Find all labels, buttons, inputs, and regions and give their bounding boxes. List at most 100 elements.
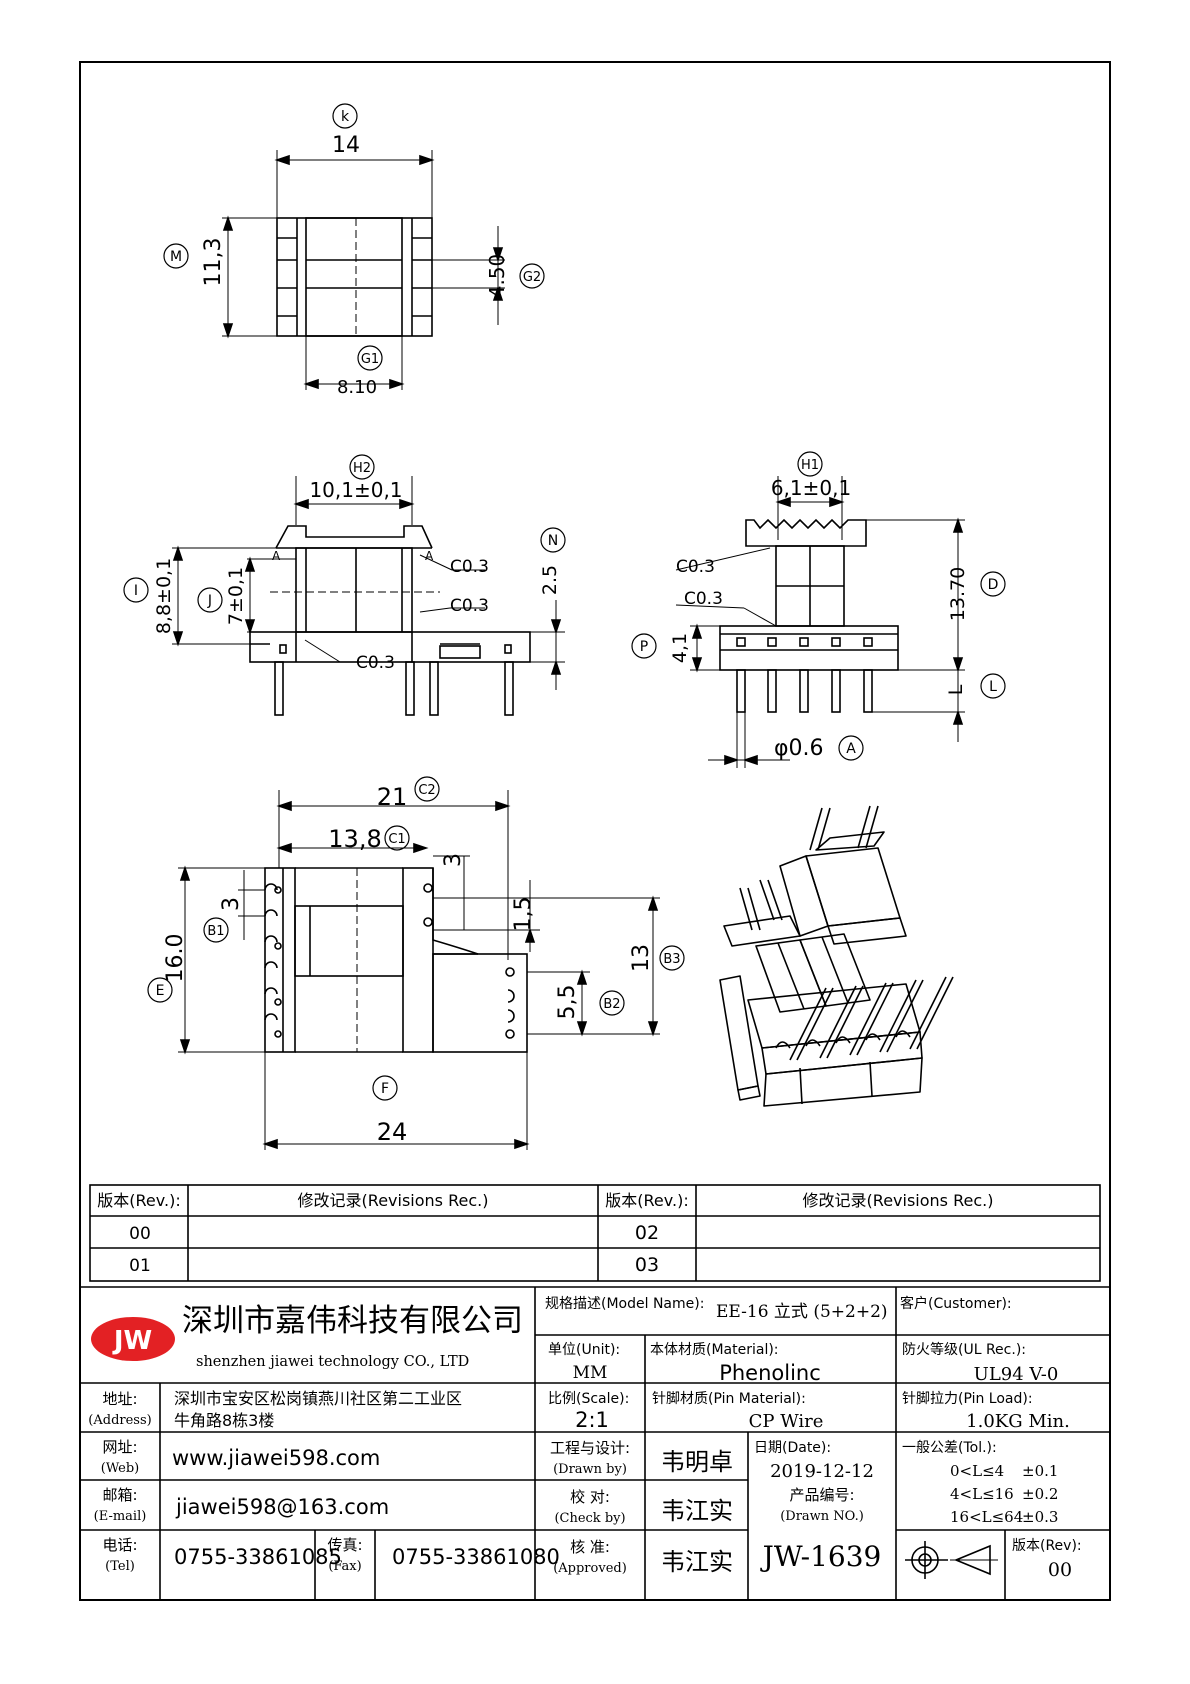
pin-material-value: CP Wire	[749, 1411, 824, 1432]
front-view	[123, 454, 566, 716]
address-line-2: 牛角路8栋3楼	[174, 1411, 274, 1430]
customer-label: 客户(Customer):	[900, 1295, 1012, 1312]
dim-16-0: 16.0	[163, 934, 188, 983]
tag-g1: G1	[361, 352, 379, 367]
email-link[interactable]: jiawei598@163.com	[175, 1495, 389, 1519]
tag-p: P	[640, 639, 648, 655]
check-by: 韦江实	[661, 1497, 733, 1525]
tag-c1: C1	[388, 832, 405, 847]
projection-symbol-icon	[905, 1541, 998, 1579]
dim-3-right: 3	[441, 853, 466, 867]
rev-row-0: 00	[129, 1224, 151, 1244]
tag-e: E	[156, 983, 165, 999]
dim-7: 7±0,1	[225, 567, 247, 625]
tag-b1: B1	[207, 924, 224, 939]
scale-value: 2:1	[575, 1408, 609, 1432]
check-label: 校 对:	[570, 1488, 610, 1506]
drawing-no-label: 产品编号:	[789, 1486, 854, 1504]
fax-label-en: (Fax)	[328, 1559, 361, 1574]
sheet-border	[79, 61, 1111, 1601]
tag-m: M	[170, 249, 182, 265]
tag-g2: G2	[523, 270, 541, 285]
title-block	[80, 1286, 1110, 1600]
pin-material-label: 针脚材质(Pin Material):	[652, 1391, 806, 1407]
mark-a-left: A	[272, 549, 281, 563]
chamfer-c03-1: C0.3	[450, 557, 489, 577]
rev-value: 00	[1048, 1559, 1072, 1581]
rev-row-02: 02	[635, 1222, 659, 1244]
approve-label: 核 准:	[570, 1538, 610, 1556]
tag-i: I	[134, 583, 138, 599]
dim-21: 21	[377, 783, 408, 811]
scale-label: 比例(Scale):	[548, 1391, 629, 1407]
dim-4-1: 4,1	[669, 633, 691, 663]
dim-13-8: 13,8	[328, 825, 381, 853]
material-label: 本体材质(Material):	[650, 1342, 779, 1358]
dim-4-50: 4.50	[485, 254, 509, 299]
mark-a-right: A	[425, 549, 434, 563]
logo-text: JW	[112, 1326, 152, 1356]
company-logo-icon	[91, 1317, 175, 1361]
dim-11-3: 11,3	[201, 238, 226, 287]
tag-j: J	[207, 593, 212, 609]
rev-label: 版本(Rev):	[1012, 1538, 1082, 1554]
pin-load-label: 针脚拉力(Pin Load):	[902, 1391, 1033, 1407]
drawing-no-label-en: (Drawn NO.)	[780, 1509, 864, 1524]
dim-6-1: 6,1±0,1	[771, 476, 851, 500]
dim-5-5: 5,5	[555, 985, 580, 1020]
drawn-label-en: (Drawn by)	[553, 1462, 627, 1477]
approve-label-en: (Approved)	[553, 1561, 627, 1576]
tag-d: D	[988, 577, 999, 593]
dim-phi-0-6: φ0.6	[774, 736, 824, 761]
tag-h1: H1	[801, 458, 819, 473]
model-name: EE-16 立式 (5+2+2)	[716, 1302, 888, 1322]
top-view	[163, 103, 545, 390]
tag-f: F	[381, 1081, 389, 1097]
pin-load-value: 1.0KG Min.	[966, 1411, 1070, 1432]
drawn-label: 工程与设计:	[550, 1439, 630, 1457]
tol-value-2: ±0.2	[1022, 1485, 1058, 1503]
rev-header-1: 版本(Rev.):	[97, 1191, 180, 1210]
rev-row-03: 03	[635, 1254, 659, 1276]
tag-a: A	[846, 741, 856, 757]
website-link[interactable]: www.jiawei598.com	[172, 1446, 380, 1470]
unit-value: MM	[573, 1363, 608, 1383]
rev-header-2: 修改记录(Revisions Rec.)	[298, 1191, 489, 1210]
address-label: 地址:	[102, 1390, 137, 1408]
chamfer-side-1: C0.3	[676, 557, 715, 577]
tag-b3: B3	[663, 952, 680, 967]
web-label: 网址:	[102, 1438, 137, 1456]
dim-8-10: 8.10	[337, 377, 377, 398]
company-name-cn: 深圳市嘉伟科技有限公司	[182, 1303, 523, 1339]
tol-value-3: ±0.3	[1022, 1508, 1058, 1526]
drawing-number: JW-1639	[760, 1540, 882, 1573]
date-value: 2019-12-12	[770, 1461, 874, 1482]
approved-by: 韦江实	[661, 1548, 733, 1576]
ul-value: UL94 V-0	[974, 1364, 1059, 1385]
rev-row-1: 01	[129, 1256, 151, 1276]
drawn-by: 韦明卓	[661, 1448, 733, 1476]
chamfer-c03-3: C0.3	[356, 653, 395, 673]
material-value: Phenolinc	[719, 1361, 821, 1385]
tol-value-1: ±0.1	[1022, 1462, 1058, 1480]
tol-range-1: 0<L≤4	[950, 1462, 1004, 1480]
company-name-en: shenzhen jiawei technology CO., LTD	[196, 1354, 469, 1370]
tolerance-label: 一般公差(Tol.):	[902, 1440, 997, 1456]
dim-24: 24	[377, 1118, 408, 1146]
tol-range-2: 4<L≤16	[950, 1485, 1014, 1503]
model-label: 规格描述(Model Name):	[545, 1296, 704, 1312]
tag-k: k	[341, 109, 350, 125]
dim-1-5: 1,5	[511, 897, 536, 932]
fax-label: 传真:	[327, 1536, 362, 1554]
ul-label: 防火等级(UL Rec.):	[902, 1341, 1026, 1358]
email-label: 邮箱:	[102, 1486, 137, 1504]
dim-l: L	[945, 684, 967, 695]
address-line-1: 深圳市宝安区松岗镇燕川社区第二工业区	[174, 1389, 462, 1408]
unit-label: 单位(Unit):	[548, 1342, 620, 1358]
dim-14: 14	[332, 133, 360, 158]
tol-range-3: 16<L≤64	[950, 1508, 1023, 1526]
dim-8-8: 8,8±0,1	[153, 558, 175, 634]
chamfer-c03-2: C0.3	[450, 596, 489, 616]
fax-number: 0755-33861080	[392, 1545, 560, 1569]
